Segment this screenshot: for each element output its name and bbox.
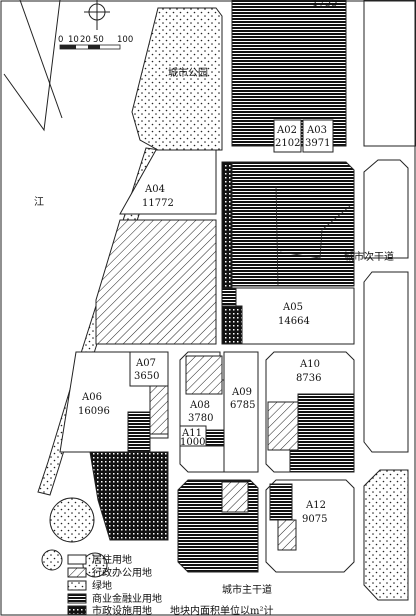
legend-commercial: 商业金融业用地 xyxy=(92,592,162,605)
scale-tick-20: 20 xyxy=(80,35,91,45)
secondary-road-label: 城市次干道 xyxy=(344,250,394,263)
parcel-a06-hatch xyxy=(149,385,169,435)
parcel-a02-id: A02 xyxy=(276,125,297,136)
scale-tick-50: 50 xyxy=(93,35,104,45)
parcel-a09-area: 6785 xyxy=(230,400,255,411)
river-bank: 江 xyxy=(3,0,63,208)
parcel-a08-hatch xyxy=(185,355,223,395)
right-block-low xyxy=(363,271,409,453)
parcel-a10-hatch xyxy=(267,401,299,451)
parcel-a04 xyxy=(119,149,217,215)
roundabout xyxy=(41,497,108,578)
right-block-bottom xyxy=(363,469,409,601)
parcel-a06-area: 16096 xyxy=(78,406,110,417)
parcel-a12-id: A12 xyxy=(305,500,326,511)
top-commercial-block xyxy=(231,0,347,147)
parcel-a04-id: A04 xyxy=(144,184,165,195)
scale-bar: 0 10 20 50 100 xyxy=(58,35,133,50)
parcel-a09 xyxy=(223,351,259,473)
river-label: 江 xyxy=(34,196,44,208)
north-arrow-icon xyxy=(84,0,110,30)
admin-block-west xyxy=(95,219,217,345)
legend-utility: 市政设施用地 xyxy=(92,604,152,616)
city-park-label: 城市公园 xyxy=(168,66,208,79)
parcel-a07-box xyxy=(129,351,169,387)
parcel-a10-area: 8736 xyxy=(296,373,321,384)
scale-tick-0: 0 xyxy=(58,35,63,45)
parcel-a08-id: A08 xyxy=(189,400,210,411)
legend-note: 地块内面积单位以m²计 xyxy=(170,604,274,616)
parcel-a12-area: 9075 xyxy=(302,514,327,525)
parcel-a05-utility xyxy=(221,305,243,345)
bottom-hatch-block xyxy=(221,481,249,513)
parcel-a06-utility xyxy=(89,451,169,541)
parcel-a11-id: A11 xyxy=(181,428,202,439)
parcel-a12-commercial xyxy=(269,483,293,521)
parcel-a08-area: 3780 xyxy=(188,413,213,424)
parcel-a10-commercial xyxy=(289,393,355,473)
parcel-a05-grid-strip xyxy=(221,161,233,289)
parcel-a04-area: 11772 xyxy=(142,198,174,209)
right-block-top xyxy=(363,0,416,147)
right-block-mid xyxy=(363,159,409,259)
legend-residential: 居住用地 xyxy=(92,553,132,566)
parcel-a12-hatch xyxy=(277,519,297,551)
scale-tick-10: 10 xyxy=(68,35,79,45)
parcel-a05-area: 14664 xyxy=(278,316,310,327)
main-road-label: 城市主干道 xyxy=(222,583,272,596)
city-park xyxy=(131,7,223,151)
parcel-a02-box xyxy=(273,119,302,153)
parcel-a05-id: A05 xyxy=(282,302,303,313)
parcel-a10-id: A10 xyxy=(299,359,320,370)
parcel-a03-area: 3971 xyxy=(305,138,330,149)
parcel-a07-id: A07 xyxy=(135,358,156,369)
parcel-a06-id: A06 xyxy=(81,392,102,403)
parcel-a06-commercial xyxy=(127,411,151,453)
legend: 居住用地 行政办公用地 绿地 商业金融业用地 市政设施用地 地块内面积单位以m²… xyxy=(67,553,274,616)
parcel-a03-id: A03 xyxy=(306,125,327,136)
legend-green: 绿地 xyxy=(92,579,112,592)
parcel-a02-area: 2102 xyxy=(275,138,300,149)
scale-tick-100: 100 xyxy=(117,35,133,45)
parcel-a03-box xyxy=(302,119,334,153)
parcel-a05-commercial-small xyxy=(221,287,237,307)
legend-admin: 行政办公用地 xyxy=(92,566,152,579)
parcel-a11-area: 1000 xyxy=(180,437,205,448)
secondary-road-line xyxy=(275,185,351,287)
parcel-a05-commercial xyxy=(231,161,355,287)
parcel-a07-area: 3650 xyxy=(134,371,159,382)
parcel-a09-id: A09 xyxy=(231,387,252,398)
top-clip-label: 1755 xyxy=(312,0,337,9)
